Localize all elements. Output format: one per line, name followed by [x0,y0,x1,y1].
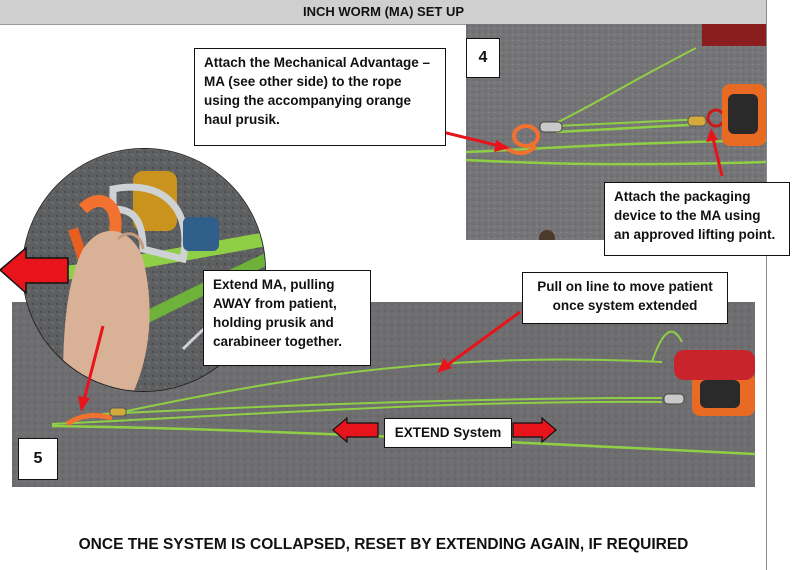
callout-attach-packaging: Attach the packaging device to the MA us… [604,182,790,256]
callout-extend-ma: Extend MA, pulling AWAY from patient, ho… [203,270,371,366]
step-number-5: 5 [18,438,58,480]
callout-pull-line: Pull on line to move patient once system… [522,272,728,324]
callout-attach-ma: Attach the Mechanical Advantage – MA (se… [194,48,446,146]
footer-instruction: ONCE THE SYSTEM IS COLLAPSED, RESET BY E… [78,536,689,553]
step-number-4: 4 [466,38,500,78]
callout-extend-system: EXTEND System [384,418,512,448]
margin-divider [766,0,767,570]
page-header: INCH WORM (MA) SET UP [0,0,767,25]
